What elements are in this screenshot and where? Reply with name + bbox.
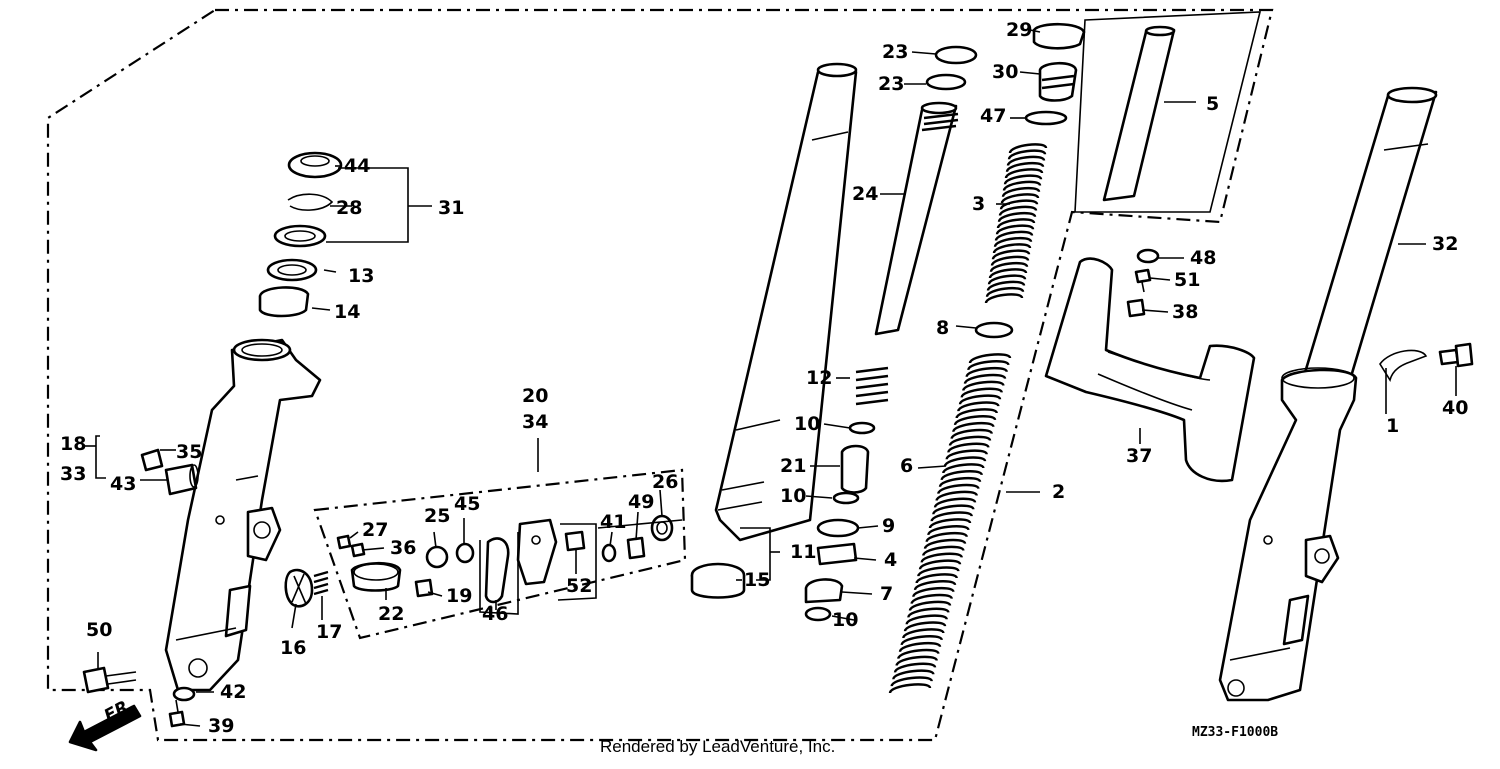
part-label: 52 <box>566 575 592 597</box>
part-label: 38 <box>1172 301 1198 323</box>
top-caps <box>925 22 1086 126</box>
part-label: 25 <box>424 505 450 527</box>
right-fork-assembly <box>1218 86 1438 702</box>
left-fork-slider <box>164 338 322 692</box>
leader-lines <box>84 29 1457 727</box>
part-label: 26 <box>652 471 678 493</box>
part-label: 17 <box>316 621 342 643</box>
part-label: 31 <box>438 197 464 219</box>
part-label: 40 <box>1442 397 1468 419</box>
part-label: 22 <box>378 603 404 625</box>
part-label: 10 <box>832 609 858 631</box>
part-label: 19 <box>446 585 472 607</box>
part-label: 11 <box>790 541 816 563</box>
inner-tube-box <box>1074 11 1262 213</box>
part-label: 47 <box>980 105 1006 127</box>
part-label: 45 <box>454 493 480 515</box>
part-label: 3 <box>972 193 985 215</box>
part-label: 15 <box>744 569 770 591</box>
part-label: 21 <box>780 455 806 477</box>
part-label: 5 <box>1206 93 1219 115</box>
part-label: 9 <box>882 515 895 537</box>
part-label: 46 <box>482 603 508 625</box>
brake-hose-clip <box>1379 342 1474 383</box>
part-label: 30 <box>992 61 1018 83</box>
fork-springs <box>888 143 1048 694</box>
part-label: 7 <box>880 583 893 605</box>
left-seal-stack <box>258 151 343 318</box>
part-label: 48 <box>1190 247 1216 269</box>
part-label: 18 <box>60 433 86 455</box>
part-label: 41 <box>600 511 626 533</box>
part-label: 51 <box>1174 269 1200 291</box>
part-label: 50 <box>86 619 112 641</box>
part-label: 32 <box>1432 233 1458 255</box>
main-frame-outline <box>46 8 1274 742</box>
part-label: 8 <box>936 317 949 339</box>
small-bushings <box>140 448 199 496</box>
part-label: 34 <box>522 411 548 433</box>
left-inner-tube <box>690 62 858 599</box>
part-label: 49 <box>628 491 654 513</box>
part-label: 33 <box>60 463 86 485</box>
part-label: 10 <box>780 485 806 507</box>
part-label: 2 <box>1052 481 1065 503</box>
damper-rod-parts <box>804 101 959 622</box>
part-label: 4 <box>884 549 897 571</box>
part-label: 13 <box>348 265 374 287</box>
part-label: 24 <box>852 183 878 205</box>
part-label: 44 <box>344 155 370 177</box>
part-label: 27 <box>362 519 388 541</box>
part-label: 23 <box>878 73 904 95</box>
part-label: 29 <box>1006 19 1032 41</box>
part-label: 28 <box>336 197 362 219</box>
part-label: 36 <box>390 537 416 559</box>
axle-bolts <box>82 666 196 728</box>
part-label: 39 <box>208 715 234 737</box>
part-label: 16 <box>280 637 306 659</box>
part-label: 14 <box>334 301 360 323</box>
part-label: 42 <box>220 681 246 703</box>
part-label: 23 <box>882 41 908 63</box>
part-label: 1 <box>1386 415 1399 437</box>
part-labels: 1234567891010101112131415161718331920342… <box>60 19 1468 737</box>
part-label: 12 <box>806 367 832 389</box>
part-label: 35 <box>176 441 202 463</box>
part-label: 43 <box>110 473 136 495</box>
guard-bolts <box>1126 248 1160 318</box>
diagram-code: MZ33-F1000B <box>1192 725 1278 740</box>
dashed-frames <box>46 8 1274 742</box>
part-label: 37 <box>1126 445 1152 467</box>
front-direction-arrow: FR. <box>68 694 142 752</box>
fork-guard <box>1044 257 1256 483</box>
part-label: 6 <box>900 455 913 477</box>
part-label: 10 <box>794 413 820 435</box>
spacer-tube <box>1102 25 1176 202</box>
render-credit: Rendered by LeadVenture, Inc. <box>600 737 835 756</box>
part-label: 20 <box>522 385 548 407</box>
